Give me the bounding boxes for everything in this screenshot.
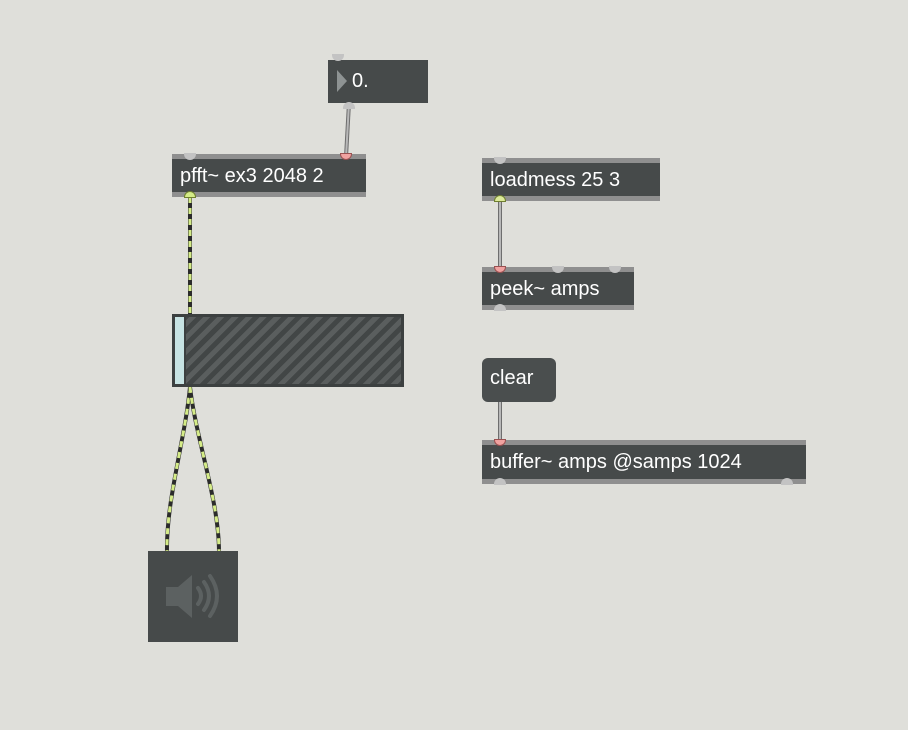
buffer-inlet[interactable] (494, 439, 506, 446)
number-box-triangle-icon (337, 70, 347, 92)
buffer-outlet-left[interactable] (494, 478, 506, 485)
buffer-object-label: buffer~ amps @samps 1024 (490, 451, 742, 473)
peek-outlet[interactable] (494, 304, 506, 311)
peek-inlet-middle[interactable] (552, 266, 564, 273)
inlet-left[interactable] (332, 54, 344, 61)
peek-inlet-right[interactable] (609, 266, 621, 273)
loadmess-inlet[interactable] (494, 157, 506, 164)
pfft-object[interactable]: pfft~ ex3 2048 2 (172, 153, 366, 198)
level-meter[interactable] (172, 314, 404, 387)
pfft-inlet-right[interactable] (340, 153, 352, 160)
loadmess-object-label: loadmess 25 3 (490, 169, 621, 191)
ezdac-speaker-button[interactable] (148, 551, 238, 642)
peek-inlet-left[interactable] (494, 266, 506, 273)
meter-level-fill (175, 317, 186, 384)
float-number-box[interactable]: 0. (328, 54, 428, 109)
pfft-object-label: pfft~ ex3 2048 2 (180, 165, 324, 187)
speaker-icon (166, 574, 219, 618)
outlet-left[interactable] (343, 102, 355, 109)
clear-message-box[interactable]: clear (482, 358, 556, 402)
clear-message-label: clear (490, 367, 534, 389)
buffer-object[interactable]: buffer~ amps @samps 1024 (482, 439, 806, 485)
peek-object[interactable]: peek~ amps (482, 266, 634, 311)
patch-cord-meter-to-dac-left[interactable] (164, 386, 192, 553)
peek-object-label: peek~ amps (490, 278, 600, 300)
pfft-outlet-signal[interactable] (184, 191, 196, 198)
patch-cord-meter-to-dac-right[interactable] (188, 386, 221, 553)
number-box-value: 0. (352, 70, 369, 92)
buffer-outlet-right[interactable] (781, 478, 793, 485)
loadmess-outlet[interactable] (494, 195, 506, 202)
pfft-inlet-left[interactable] (184, 153, 196, 160)
loadmess-object[interactable]: loadmess 25 3 (482, 157, 660, 202)
